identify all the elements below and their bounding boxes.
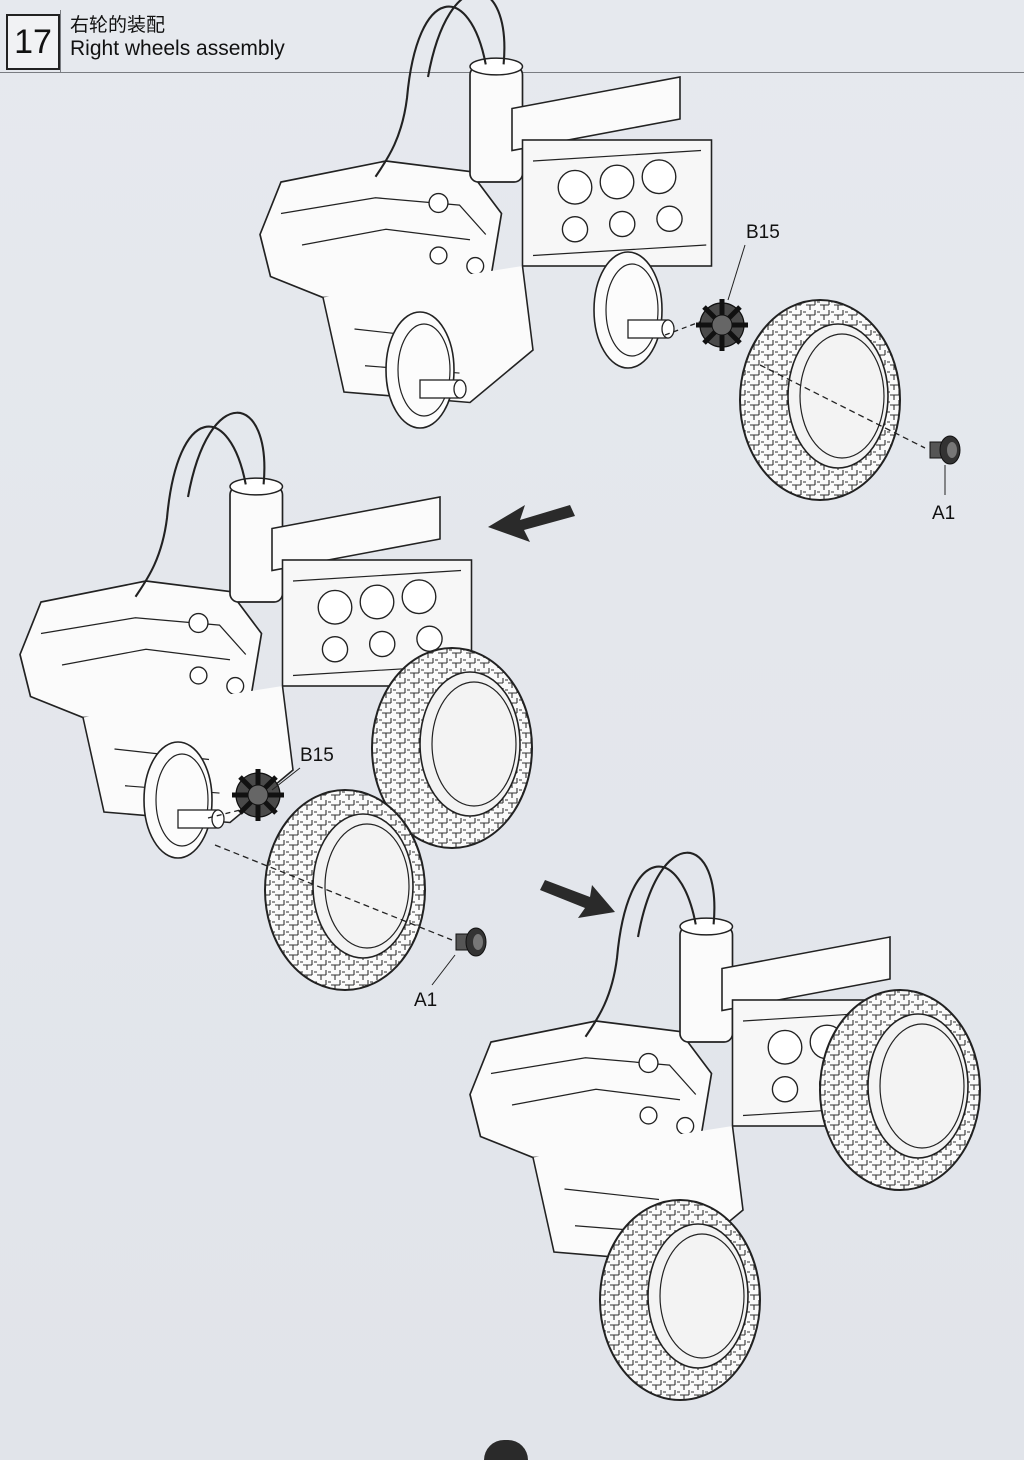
arrow-left-down-icon: [488, 505, 575, 542]
step-number: 17: [14, 23, 52, 61]
part-label-b15: B15: [746, 222, 780, 243]
illustration-step-a: [258, 0, 961, 501]
illustration-step-b: [18, 411, 533, 991]
part-label-a1-middle: A1: [414, 990, 438, 1011]
step-title-english: Right wheels assembly: [70, 37, 285, 60]
step-number-box: 17: [6, 14, 60, 70]
part-label-a1: A1: [932, 503, 956, 524]
part-label-b15-middle: B15: [300, 745, 334, 766]
page-number-tab: [484, 1440, 528, 1460]
step-title-chinese: 右轮的装配: [70, 14, 166, 36]
arrow-right-down-icon: [540, 880, 615, 918]
illustration-step-c: [468, 851, 981, 1401]
header-divider-vertical: [60, 10, 62, 72]
step-title: 右轮的装配 Right wheels assembly: [70, 14, 285, 62]
